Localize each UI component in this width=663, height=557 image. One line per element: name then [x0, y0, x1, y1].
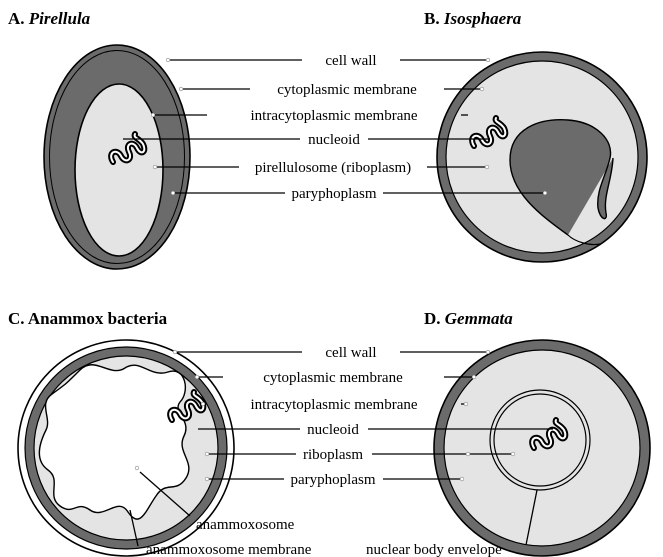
label-pirellulosome-top: pirellulosome (riboplasm) [255, 160, 411, 176]
label-cell-wall-top: cell wall [325, 53, 376, 69]
panel-c-title: C. Anammox bacteria [8, 309, 168, 328]
label-anammoxosome-membrane: anammoxosome membrane [146, 542, 312, 557]
panel-a-title: A. Pirellula [8, 9, 91, 28]
gemmata-cytoplasm [444, 350, 640, 546]
panel-d: D. Gemmata nuclear body envelope [366, 309, 650, 557]
label-intracytoplasmic-membrane-top: intracytoplasmic membrane [250, 108, 417, 124]
pirellula-pirellulosome [75, 84, 163, 256]
label-nucleoid-top: nucleoid [308, 132, 360, 148]
label-nucleoid-bottom: nucleoid [307, 422, 359, 438]
label-cytoplasmic-membrane-top: cytoplasmic membrane [277, 82, 417, 98]
label-paryphoplasm-top: paryphoplasm [292, 186, 377, 202]
label-cell-wall-bottom: cell wall [325, 345, 376, 361]
label-intracytoplasmic-membrane-bottom: intracytoplasmic membrane [250, 397, 417, 413]
panel-d-title: D. Gemmata [424, 309, 513, 328]
label-cytoplasmic-membrane-bottom: cytoplasmic membrane [263, 370, 403, 386]
label-anammoxosome: anammoxosome [196, 517, 295, 533]
panel-b: B. Isosphaera [424, 9, 647, 262]
panel-c: C. Anammox bacteria anammoxosome anammox… [8, 309, 312, 557]
panel-b-title: B. Isosphaera [424, 9, 522, 28]
label-riboplasm-bottom: riboplasm [303, 447, 363, 463]
label-paryphoplasm-bottom: paryphoplasm [291, 472, 376, 488]
label-nuclear-body-envelope: nuclear body envelope [366, 542, 502, 557]
